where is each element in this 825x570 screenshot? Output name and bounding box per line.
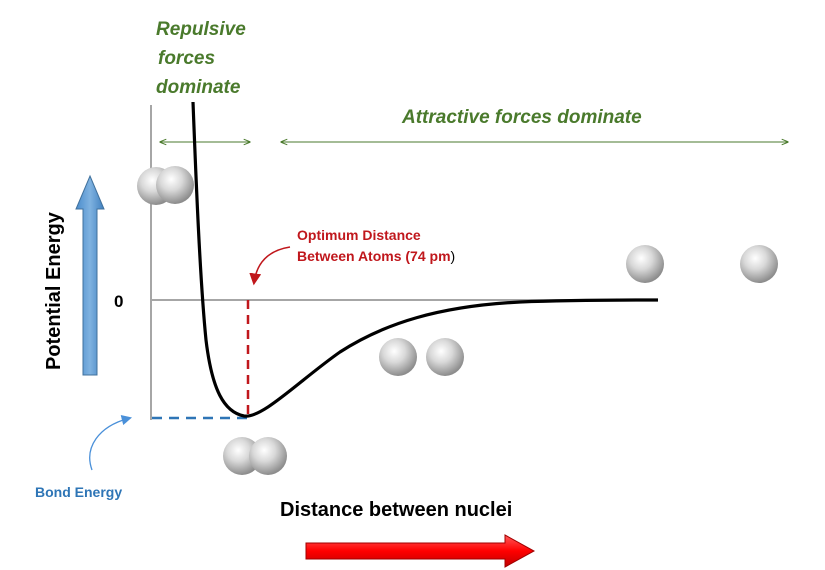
increasing-energy-arrow: [75, 174, 105, 376]
repulsive-label-line2: forces: [158, 48, 215, 69]
y-axis-title: Potential Energy: [43, 211, 65, 370]
atom: [626, 245, 664, 283]
atom: [249, 437, 287, 475]
optimum-pointer-arrow: [249, 246, 291, 286]
atom: [223, 437, 261, 475]
bond-energy-pointer-arrow: [89, 414, 133, 471]
optimum-label-paren: ): [451, 248, 456, 264]
optimum-label-value: Between Atoms (74 pm: [297, 248, 451, 264]
optimum-label-line2: Between Atoms (74 pm): [297, 248, 455, 264]
atom: [379, 338, 417, 376]
optimum-label-line1: Optimum Distance: [297, 227, 421, 243]
increasing-distance-arrow: [305, 534, 536, 568]
x-axis-title: Distance between nuclei: [280, 499, 512, 521]
repulsive-label-line3: dominate: [156, 77, 241, 98]
potential-energy-curve: [191, 101, 659, 418]
atom: [740, 245, 778, 283]
separated-atoms: [626, 245, 778, 283]
attractive-label: Attractive forces dominate: [401, 107, 642, 128]
atom: [156, 166, 194, 204]
repulsive-label-line1: Repulsive: [156, 19, 246, 40]
bonded-atoms: [223, 437, 287, 475]
bond-energy-label: Bond Energy: [35, 484, 122, 500]
overlapping-atoms: [137, 166, 194, 205]
atom: [426, 338, 464, 376]
zero-label: 0: [114, 292, 123, 311]
approaching-atoms: [379, 338, 464, 376]
